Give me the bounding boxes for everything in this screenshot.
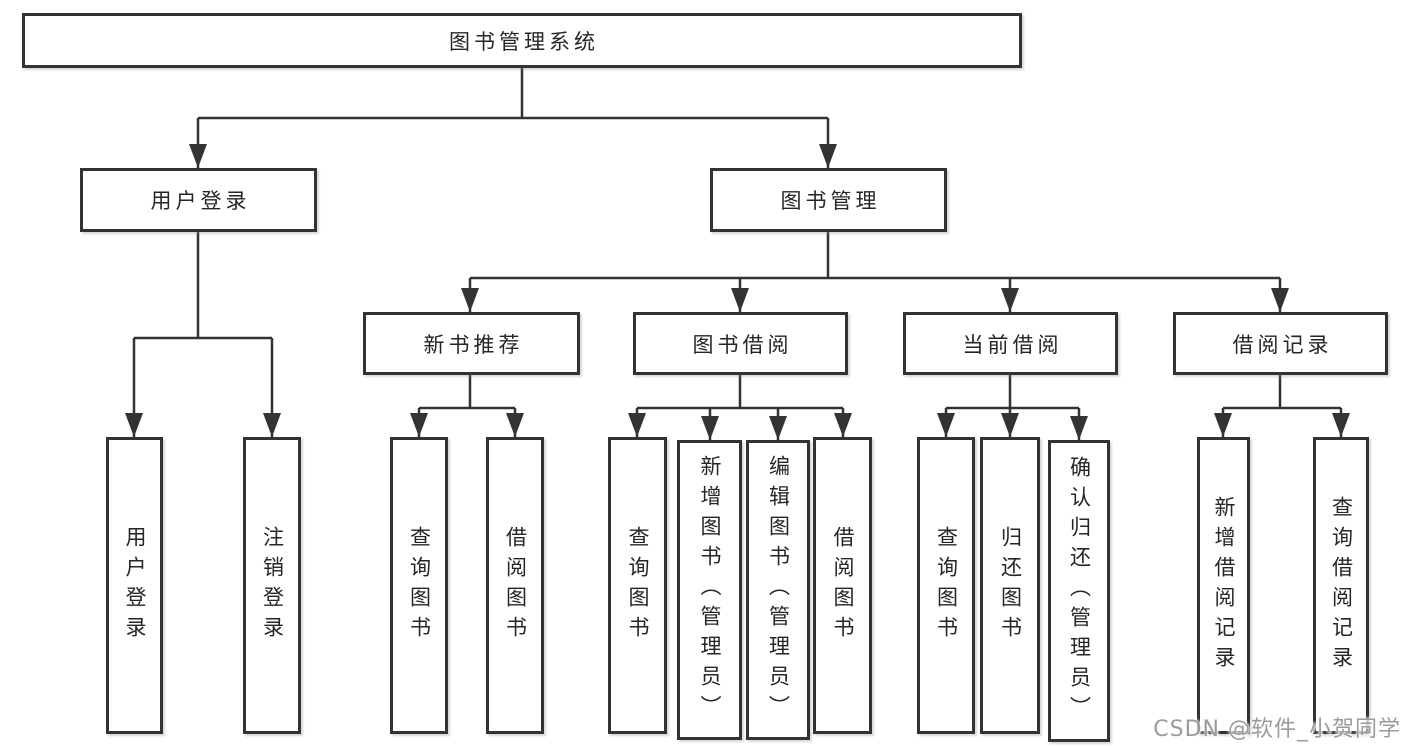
leaf-borrow-books-borrowing: 借阅图书 [813,437,872,734]
node-label: 查询借阅记录 [1329,495,1354,676]
leaf-user-login: 用户登录 [106,437,163,734]
node-label: 新增图书（管理员） [698,455,722,725]
node-label: 新增借阅记录 [1212,495,1236,676]
node-label: 确认归还（管理员） [1067,456,1092,726]
leaf-query-books-recommend: 查询图书 [390,437,448,734]
node-label: 查询图书 [407,525,432,646]
node-label: 图书管理 [780,189,881,213]
leaf-return-books: 归还图书 [980,437,1040,734]
node-label: 查询图书 [626,525,650,646]
leaf-borrow-books-recommend: 借阅图书 [486,437,544,734]
leaf-logout: 注销登录 [243,437,301,734]
node-book-management: 图书管理 [710,168,947,232]
node-label: 注销登录 [260,525,285,646]
node-current-borrowing: 当前借阅 [903,312,1118,375]
node-label: 当前借阅 [962,332,1063,357]
csdn-watermark: CSDN @软件_小贺同学 [1153,717,1401,742]
leaf-add-books-admin: 新增图书（管理员） [677,440,742,740]
node-user-login: 用户登录 [80,168,317,232]
node-label: 用户登录 [123,525,147,646]
node-root: 图书管理系统 [22,13,1022,68]
node-label: 用户登录 [150,189,251,213]
node-label: 图书管理系统 [449,29,599,54]
node-label: 新书推荐 [423,332,524,357]
node-label: 查询图书 [934,525,959,646]
leaf-query-books-borrowing: 查询图书 [608,437,667,734]
node-label: 借阅记录 [1232,332,1333,357]
node-label: 编辑图书（管理员） [766,455,791,725]
node-label: 归还图书 [998,525,1023,646]
node-book-borrowing: 图书借阅 [633,312,848,375]
node-borrowing-records: 借阅记录 [1173,312,1388,375]
leaf-query-borrow-record: 查询借阅记录 [1313,437,1369,734]
leaf-query-books-current: 查询图书 [917,437,975,734]
leaf-edit-books-admin: 编辑图书（管理员） [746,440,810,740]
node-label: 借阅图书 [831,525,855,646]
node-label: 借阅图书 [503,525,528,646]
leaf-add-borrow-record: 新增借阅记录 [1197,437,1250,734]
leaf-confirm-return-admin: 确认归还（管理员） [1048,440,1110,742]
node-new-book-recommend: 新书推荐 [363,312,580,375]
node-label: 图书借阅 [692,332,793,357]
